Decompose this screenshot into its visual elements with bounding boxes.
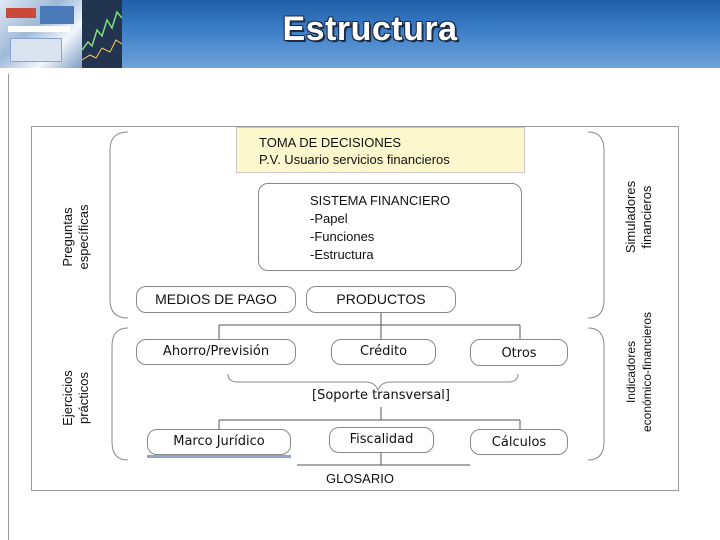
toma-decisiones-subtitle: P.V. Usuario servicios financieros	[259, 152, 450, 167]
fiscalidad-label: Fiscalidad	[349, 432, 414, 447]
sistema-item-funciones: -Funciones	[310, 229, 375, 244]
credito-box: Crédito	[331, 339, 436, 365]
marco-juridico-box: Marco Jurídico	[147, 429, 291, 455]
ahorro-label: Ahorro/Previsión	[162, 344, 270, 359]
simuladores-line: Simuladores	[623, 180, 638, 254]
sistema-item-papel: -Papel	[310, 211, 348, 226]
header-thumbnail-image	[0, 0, 82, 68]
slide-title: Estructura	[282, 10, 458, 48]
economico-financieros-line: económico-financieros	[640, 311, 654, 433]
preguntas-line: Preguntas	[60, 207, 75, 267]
diagram-frame	[31, 126, 679, 491]
marco-juridico-label: Marco Jurídico	[173, 434, 265, 449]
practicos-line: prácticos	[76, 371, 91, 425]
slide-left-rule	[8, 74, 9, 540]
sistema-financiero-box: SISTEMA FINANCIERO -Papel -Funciones -Es…	[258, 183, 522, 271]
glosario-text: GLOSARIO	[300, 471, 420, 486]
glosario-label: GLOSARIO	[326, 471, 394, 486]
sistema-item-estructura: -Estructura	[310, 247, 374, 262]
marco-juridico-underline	[147, 455, 291, 458]
fiscalidad-box: Fiscalidad	[329, 427, 434, 453]
financieros-line: financieros	[639, 185, 654, 249]
calculos-label: Cálculos	[491, 435, 547, 450]
soporte-transversal-label: [Soporte transversal]	[312, 388, 450, 403]
toma-decisiones-title: TOMA DE DECISIONES	[259, 135, 402, 150]
indicadores-line: Indicadores	[624, 340, 638, 404]
calculos-box: Cálculos	[470, 429, 568, 455]
ejercicios-practicos-label: Ejercicios prácticos	[60, 338, 94, 458]
especificas-line: específicas	[76, 204, 91, 270]
medios-pago-label: MEDIOS DE PAGO	[155, 291, 277, 307]
indicadores-label: Indicadores económico-financieros	[623, 287, 657, 457]
sistema-financiero-title: SISTEMA FINANCIERO	[310, 193, 451, 208]
stock-chart-image	[82, 0, 122, 68]
otros-label: Otros	[501, 346, 537, 361]
preguntas-especificas-label: Preguntas específicas	[60, 177, 94, 297]
productos-label: PRODUCTOS	[336, 291, 426, 307]
credito-label: Crédito	[359, 344, 408, 359]
soporte-transversal-text: [Soporte transversal]	[296, 388, 466, 403]
toma-decisiones-box: TOMA DE DECISIONES P.V. Usuario servicio…	[236, 127, 525, 173]
medios-pago-box: MEDIOS DE PAGO	[136, 286, 296, 313]
productos-box: PRODUCTOS	[306, 286, 456, 313]
simuladores-financieros-label: Simuladores financieros	[623, 147, 657, 287]
ejercicios-line: Ejercicios	[60, 370, 75, 426]
slide-header: Estructura	[0, 0, 720, 68]
ahorro-box: Ahorro/Previsión	[136, 339, 296, 365]
otros-box: Otros	[470, 339, 568, 366]
